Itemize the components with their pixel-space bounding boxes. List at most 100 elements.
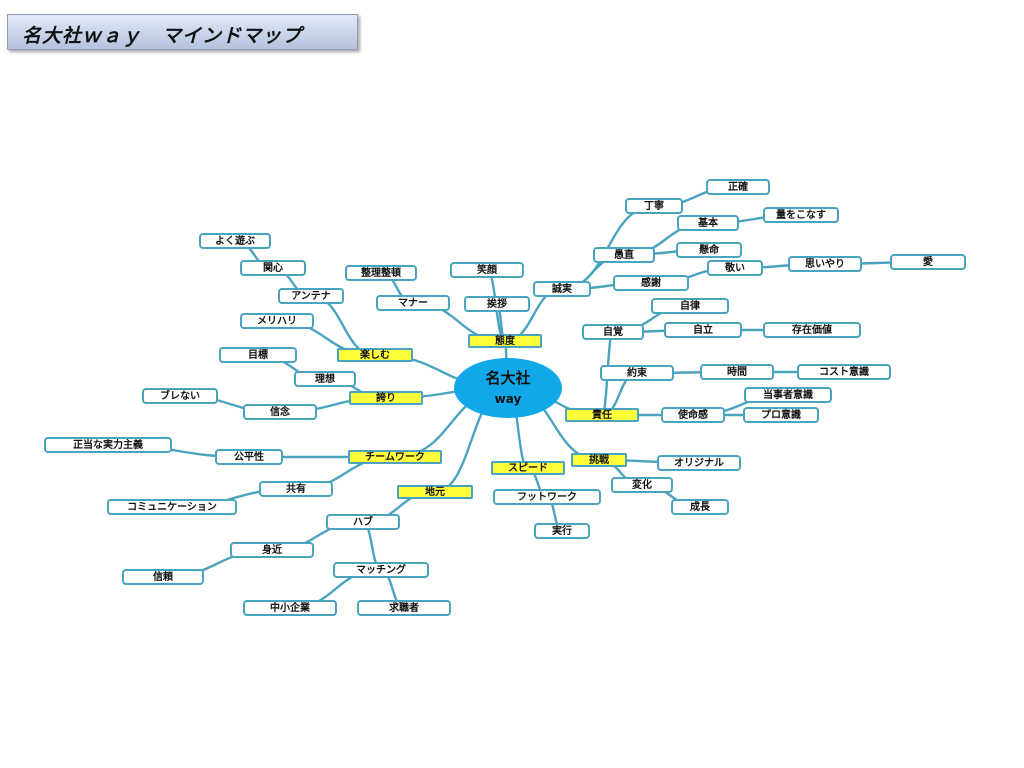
node-yakusoku[interactable]: 約束 (600, 365, 674, 381)
node-box-seichou (671, 499, 729, 515)
node-comm[interactable]: コミュニケーション (107, 499, 237, 515)
node-label-sonzai: 存在価値 (792, 323, 832, 336)
node-seitou[interactable]: 正当な実力主義 (44, 437, 172, 453)
node-box-cost (797, 364, 891, 380)
node-manner[interactable]: マナー (376, 295, 450, 311)
node-box-shimei (661, 407, 725, 423)
main-node-tanoshimu[interactable]: 楽しむ (337, 348, 413, 362)
node-label-yakusoku: 約束 (627, 366, 648, 379)
node-box-toujisha (744, 387, 832, 403)
node-label-egao: 笑顔 (477, 263, 498, 276)
main-node-team[interactable]: チームワーク (348, 450, 442, 464)
main-node-taido[interactable]: 態度 (468, 334, 542, 348)
node-pro[interactable]: プロ意識 (743, 407, 819, 423)
node-label-kanshin: 関心 (263, 262, 283, 274)
main-node-sekinin[interactable]: 責任 (565, 408, 639, 422)
node-box-speed (491, 461, 565, 475)
node-merihari[interactable]: メリハリ (240, 313, 314, 329)
node-hub[interactable]: ハブ (326, 514, 400, 530)
node-kihon[interactable]: 基本 (677, 215, 739, 231)
node-box-mijika (230, 542, 314, 558)
title-box: 名大社ｗａｙ マインドマップ (7, 14, 358, 50)
node-henka[interactable]: 変化 (611, 477, 673, 493)
node-antenna[interactable]: アンテナ (278, 288, 344, 304)
node-shinnen[interactable]: 信念 (243, 404, 317, 420)
node-aisatsu[interactable]: 挨拶 (464, 296, 530, 312)
node-label-seitou: 正当な実力主義 (73, 438, 143, 451)
node-burenai[interactable]: ブレない (142, 388, 218, 404)
node-box-pro (743, 407, 819, 423)
node-box-seitou (44, 437, 172, 453)
main-node-chousen[interactable]: 挑戦 (571, 453, 627, 467)
node-jikaku[interactable]: 自覚 (582, 324, 644, 340)
node-shinrai[interactable]: 信頼 (122, 569, 204, 585)
node-shimei[interactable]: 使命感 (661, 407, 725, 423)
node-label-jikan: 時間 (727, 365, 747, 378)
center-node[interactable]: 名大社 way (454, 358, 562, 418)
node-seijitsu[interactable]: 誠実 (533, 281, 591, 297)
node-box-yakusoku (600, 365, 674, 381)
node-egao[interactable]: 笑顔 (450, 262, 524, 278)
node-matching[interactable]: マッチング (333, 562, 429, 578)
node-teinei[interactable]: 丁寧 (625, 198, 683, 214)
node-mokuhyou[interactable]: 目標 (219, 347, 297, 363)
node-seikaku[interactable]: 正確 (706, 179, 770, 195)
node-box-hokori (349, 391, 423, 405)
node-box-egao (450, 262, 524, 278)
node-box-seijitsu (533, 281, 591, 297)
node-omoiyari[interactable]: 思いやり (788, 256, 862, 272)
node-label-teinei: 丁寧 (644, 199, 664, 212)
node-toujisha[interactable]: 当事者意識 (744, 387, 832, 403)
node-label-kyuushoku: 求職者 (389, 601, 419, 614)
main-node-hokori[interactable]: 誇り (349, 391, 423, 405)
node-label-original: オリジナル (674, 457, 724, 469)
node-ryou[interactable]: 量をこなす (763, 207, 839, 223)
node-box-kanshin (240, 260, 306, 276)
node-box-kyouyuu (259, 481, 333, 497)
node-kyouyuu[interactable]: 共有 (259, 481, 333, 497)
node-label-burenai: ブレない (160, 389, 200, 402)
node-sonzai[interactable]: 存在価値 (763, 322, 861, 338)
node-jikkou[interactable]: 実行 (534, 523, 590, 539)
node-label-shimei: 使命感 (677, 408, 708, 421)
node-kouhei[interactable]: 公平性 (215, 449, 283, 465)
node-footwork[interactable]: フットワーク (493, 489, 601, 505)
node-label-mokuhyou: 目標 (248, 348, 268, 361)
node-kanshin[interactable]: 関心 (240, 260, 306, 276)
node-box-hub (326, 514, 400, 530)
node-chuusho[interactable]: 中小企業 (243, 600, 337, 616)
node-label-kansha: 感謝 (641, 276, 661, 289)
node-box-sekinin (565, 408, 639, 422)
node-kyuushoku[interactable]: 求職者 (357, 600, 451, 616)
node-box-jimoto (397, 485, 473, 499)
node-box-team (348, 450, 442, 464)
node-ai[interactable]: 愛 (890, 254, 966, 270)
node-seiri[interactable]: 整理整頓 (345, 265, 417, 281)
node-kenmei[interactable]: 懸命 (676, 242, 742, 258)
node-box-ai (890, 254, 966, 270)
node-label-kihon: 基本 (697, 216, 719, 229)
node-jiritsu2[interactable]: 自立 (664, 322, 742, 338)
node-box-shinnen (243, 404, 317, 420)
main-node-speed[interactable]: スピード (491, 461, 565, 475)
node-yokuasobu[interactable]: よく遊ぶ (199, 233, 271, 249)
node-original[interactable]: オリジナル (657, 455, 741, 471)
main-node-jimoto[interactable]: 地元 (397, 485, 473, 499)
node-cost[interactable]: コスト意識 (797, 364, 891, 380)
node-box-risou (294, 371, 356, 387)
node-risou[interactable]: 理想 (294, 371, 356, 387)
node-label-omoiyari: 思いやり (805, 258, 845, 270)
node-mijika[interactable]: 身近 (230, 542, 314, 558)
node-guchoku[interactable]: 愚直 (593, 247, 655, 263)
node-box-aisatsu (464, 296, 530, 312)
node-seichou[interactable]: 成長 (671, 499, 729, 515)
node-box-kihon (677, 215, 739, 231)
node-label-seijitsu: 誠実 (552, 282, 572, 295)
node-jikan[interactable]: 時間 (700, 364, 774, 380)
node-uyamai[interactable]: 敬い (707, 260, 763, 276)
node-kansha[interactable]: 感謝 (613, 275, 689, 291)
node-label-tanoshimu: 楽しむ (359, 348, 390, 361)
node-jiritsu1[interactable]: 自律 (651, 298, 729, 314)
node-label-matching: マッチング (356, 563, 406, 576)
